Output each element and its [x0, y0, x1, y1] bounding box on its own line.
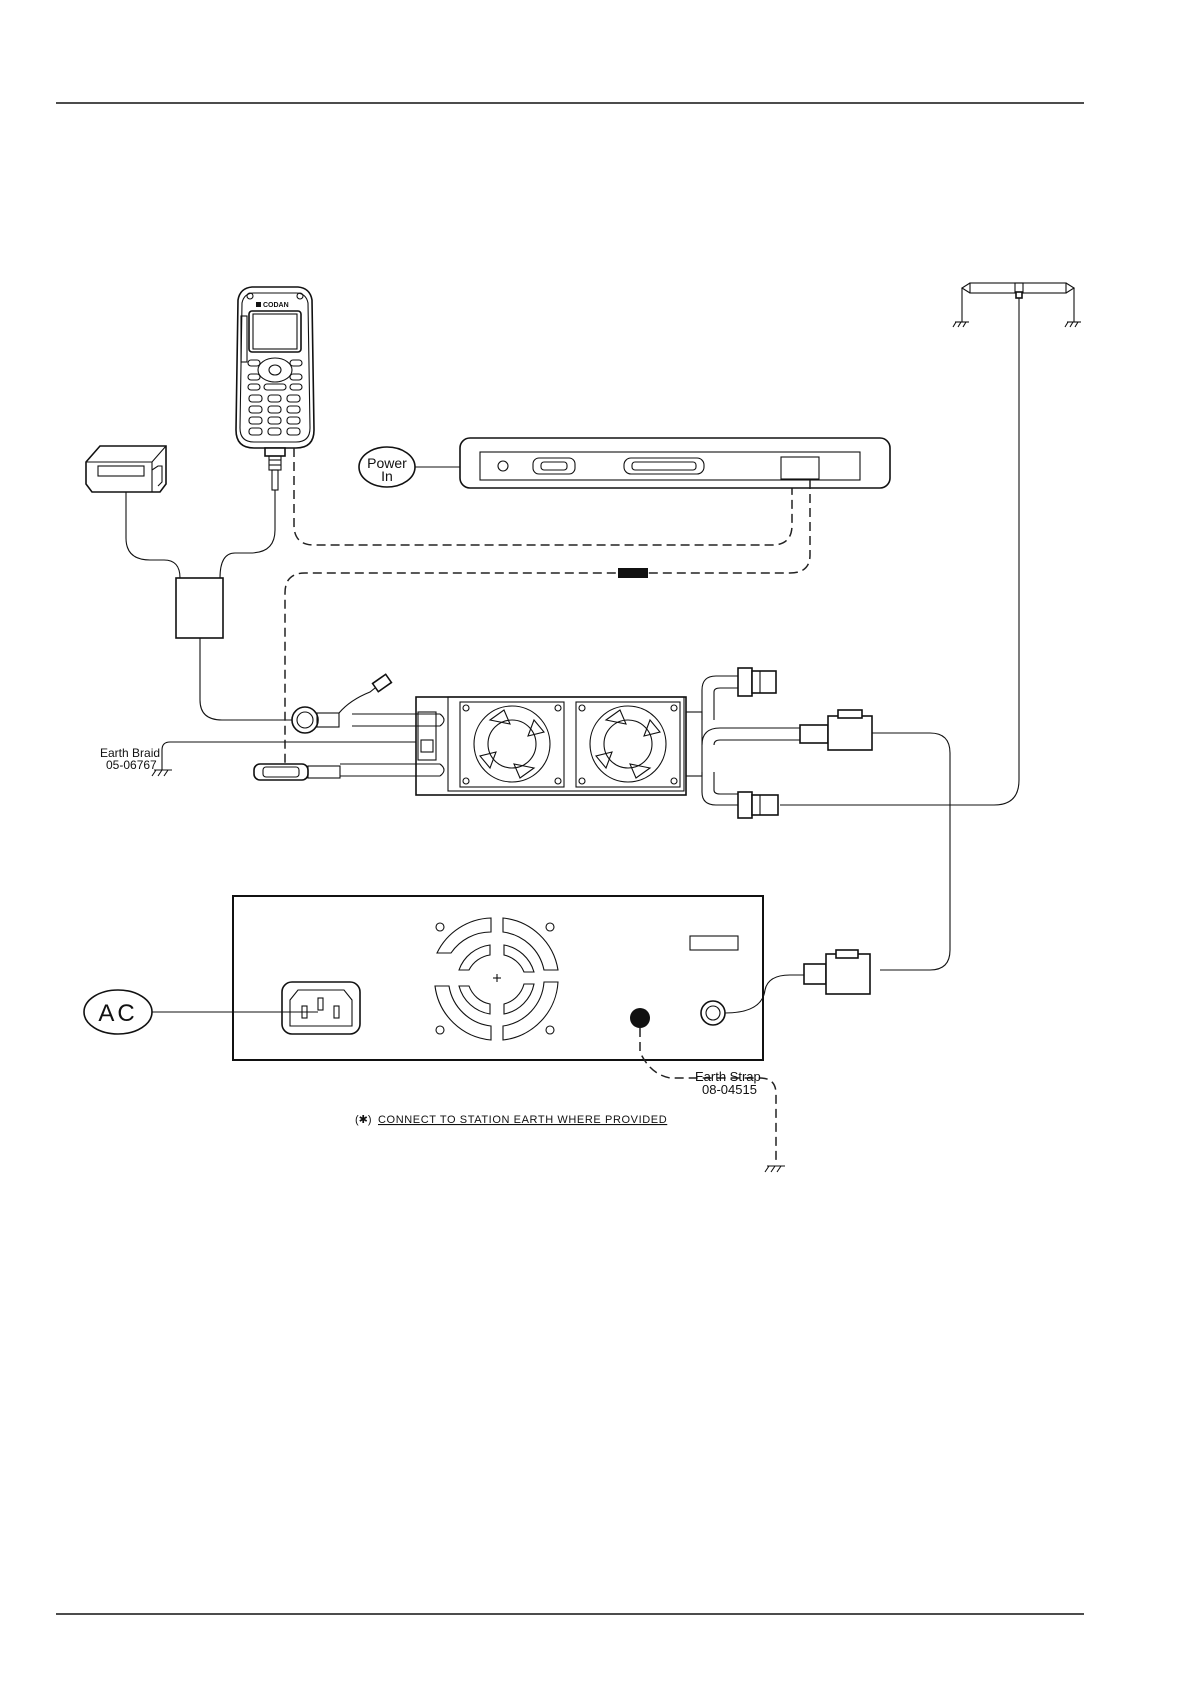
junction-cable — [200, 638, 295, 720]
amp-rf-connector-upper — [738, 668, 776, 696]
power-in-label-line2: In — [381, 468, 393, 484]
amp-rf-cable-upper — [702, 676, 738, 720]
printer-cable — [126, 492, 180, 578]
psu-dc-output-connector — [804, 950, 870, 994]
amp-data-connector — [254, 764, 340, 780]
dipole-antenna-icon — [953, 283, 1081, 327]
handset-icon: CODAN — [236, 287, 314, 490]
note-prefix: (✱) — [355, 1114, 372, 1126]
junction-box — [176, 578, 223, 638]
earth-braid-part: 05-06767 — [106, 758, 157, 772]
psu-earth-stud — [630, 1008, 650, 1028]
printer-icon — [86, 446, 166, 492]
note-text: CONNECT TO STATION EARTH WHERE PROVIDED — [378, 1114, 667, 1126]
amp-round-connector — [292, 707, 339, 733]
amp-power-to-psu — [872, 733, 950, 970]
amp-rf-cable-lower — [702, 772, 738, 805]
ground-icon — [765, 1166, 785, 1172]
cable-ferrite — [618, 568, 648, 578]
amp-aux-lead — [339, 684, 380, 713]
amp-aux-plug — [373, 674, 392, 691]
amplifier-unit — [416, 697, 702, 795]
amp-power-cable — [702, 728, 800, 745]
handset-brand-label: CODAN — [263, 302, 289, 309]
amp-power-connector — [800, 710, 872, 750]
handset-cable — [220, 490, 275, 578]
psu-dc-output-socket — [701, 1001, 725, 1025]
power-supply-front-panel — [460, 438, 890, 488]
amp-rf-connector-lower — [738, 792, 778, 818]
earth-strap-part: 08-04515 — [702, 1082, 757, 1097]
ac-label: AC — [98, 1000, 137, 1027]
